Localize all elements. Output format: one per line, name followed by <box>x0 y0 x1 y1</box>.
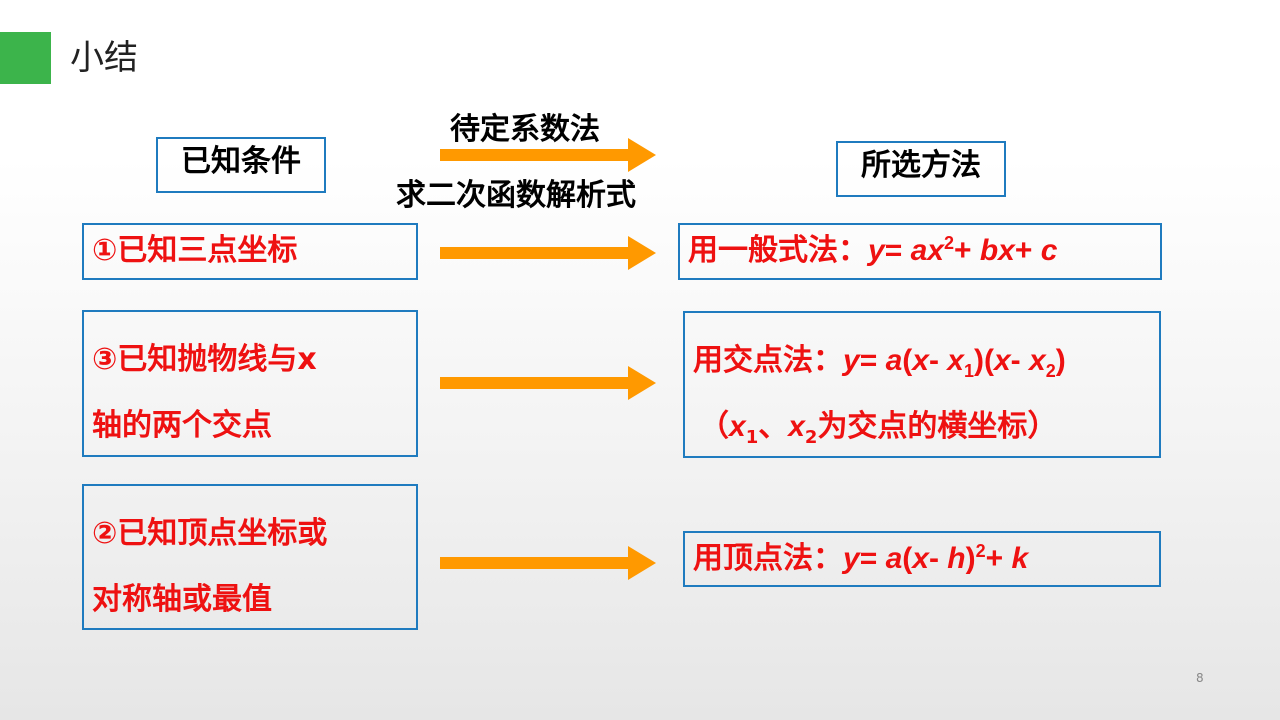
condition-line: 对称轴或最值 <box>92 582 272 617</box>
method-text-3: 用顶点法：y= a(x- h)2+ k <box>693 539 1028 579</box>
chosen-method-header: 所选方法 <box>836 141 1006 197</box>
row3-arrow-icon <box>440 546 656 580</box>
row2-arrow-icon <box>440 366 656 400</box>
method-prefix: 用一般式法： <box>688 233 868 268</box>
method-text-2: 用交点法：y= a(x- x1)(x- x2) <box>693 341 1066 381</box>
method-text-1: 用一般式法：y= ax2+ bx+ c <box>688 231 1057 271</box>
known-conditions-label: 已知条件 <box>181 144 301 179</box>
condition-box-3: ②已知顶点坐标或 对称轴或最值 <box>82 484 418 630</box>
intercept-note: （x1、x2为交点的横坐标） <box>699 409 1058 448</box>
method-prefix: 用交点法： <box>693 343 843 378</box>
method-box-1: 用一般式法：y= ax2+ bx+ c <box>678 223 1162 280</box>
method-box-3: 用顶点法：y= a(x- h)2+ k <box>683 531 1161 587</box>
condition-box-1: ①已知三点坐标 <box>82 223 418 280</box>
general-form-formula: y= ax2+ bx+ c <box>868 233 1058 267</box>
condition-line: 轴的两个交点 <box>92 408 272 443</box>
condition-line: ③已知抛物线与x <box>92 342 317 377</box>
method-bottom-label: 求二次函数解析式 <box>396 178 636 213</box>
condition-box-2: ③已知抛物线与x 轴的两个交点 <box>82 310 418 457</box>
page-number: 8 <box>1196 671 1204 685</box>
chosen-method-label: 所选方法 <box>861 148 981 183</box>
title-accent-block <box>0 32 51 84</box>
intercept-form-formula: y= a(x- x1)(x- x2) <box>843 344 1066 381</box>
condition-line: ①已知三点坐标 <box>92 233 298 268</box>
slide-title: 小结 <box>70 38 138 78</box>
header-arrow-icon <box>440 138 656 172</box>
vertex-form-formula: y= a(x- h)2+ k <box>843 541 1029 575</box>
method-box-2: 用交点法：y= a(x- x1)(x- x2) （x1、x2为交点的横坐标） <box>683 311 1161 458</box>
method-top-label: 待定系数法 <box>450 112 600 147</box>
condition-line: ②已知顶点坐标或 <box>92 516 328 551</box>
known-conditions-header: 已知条件 <box>156 137 326 193</box>
method-prefix: 用顶点法： <box>693 541 843 576</box>
row1-arrow-icon <box>440 236 656 270</box>
